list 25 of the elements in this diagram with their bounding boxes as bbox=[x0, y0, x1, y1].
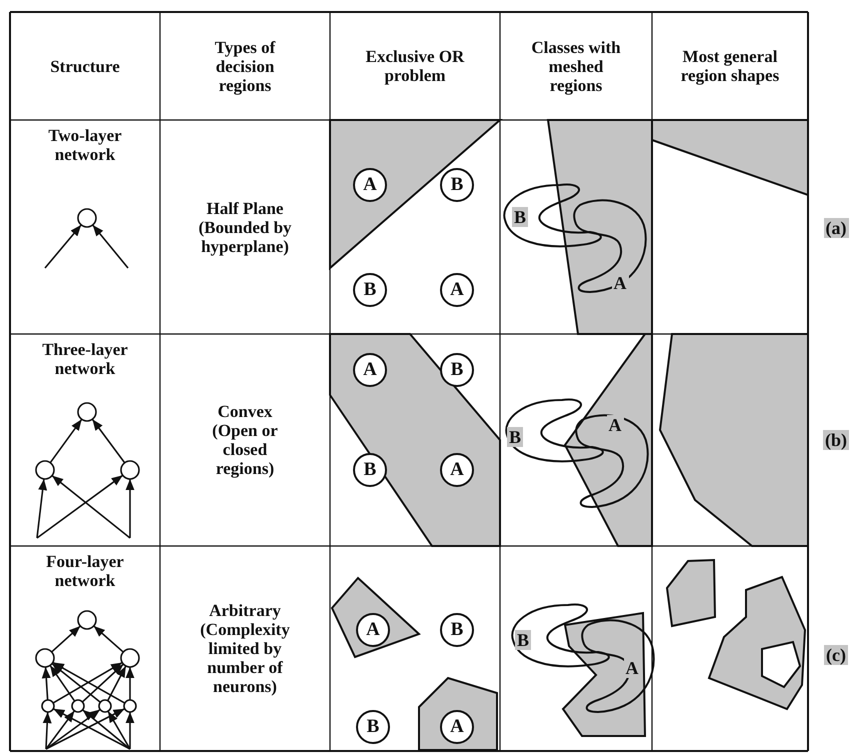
column-header: Most general region shapes bbox=[680, 47, 780, 85]
cell-text: Convex (Open or closed regions) bbox=[211, 402, 279, 478]
class-circle: B bbox=[440, 353, 474, 387]
region-letter: A bbox=[624, 658, 640, 678]
cell-text: Arbitrary (Complexity limited by number of neurons) bbox=[199, 601, 291, 696]
row-marker: (a) bbox=[824, 218, 848, 238]
column-header: Structure bbox=[50, 56, 120, 76]
column-header: Classes with meshed regions bbox=[530, 38, 622, 94]
row-header: Three-layer network bbox=[41, 340, 129, 378]
row-marker: (b) bbox=[823, 430, 849, 450]
region-letter: B bbox=[512, 207, 528, 227]
row-marker: (c) bbox=[824, 645, 848, 665]
cell-text: Half Plane (Bounded by hyperplane) bbox=[197, 198, 293, 256]
class-circle: B bbox=[440, 168, 474, 202]
row-header: Four-layer network bbox=[45, 552, 125, 590]
column-header: Types of decision regions bbox=[214, 38, 276, 94]
class-circle: A bbox=[440, 273, 474, 307]
class-circle: B bbox=[353, 273, 387, 307]
region-letter: B bbox=[515, 630, 532, 650]
row-header: Two-layer network bbox=[47, 126, 123, 164]
class-circle: B bbox=[353, 453, 387, 487]
class-circle: B bbox=[440, 613, 474, 647]
column-header: Exclusive OR problem bbox=[365, 47, 465, 85]
region-letter: B bbox=[507, 427, 524, 447]
class-circle: B bbox=[356, 710, 390, 744]
